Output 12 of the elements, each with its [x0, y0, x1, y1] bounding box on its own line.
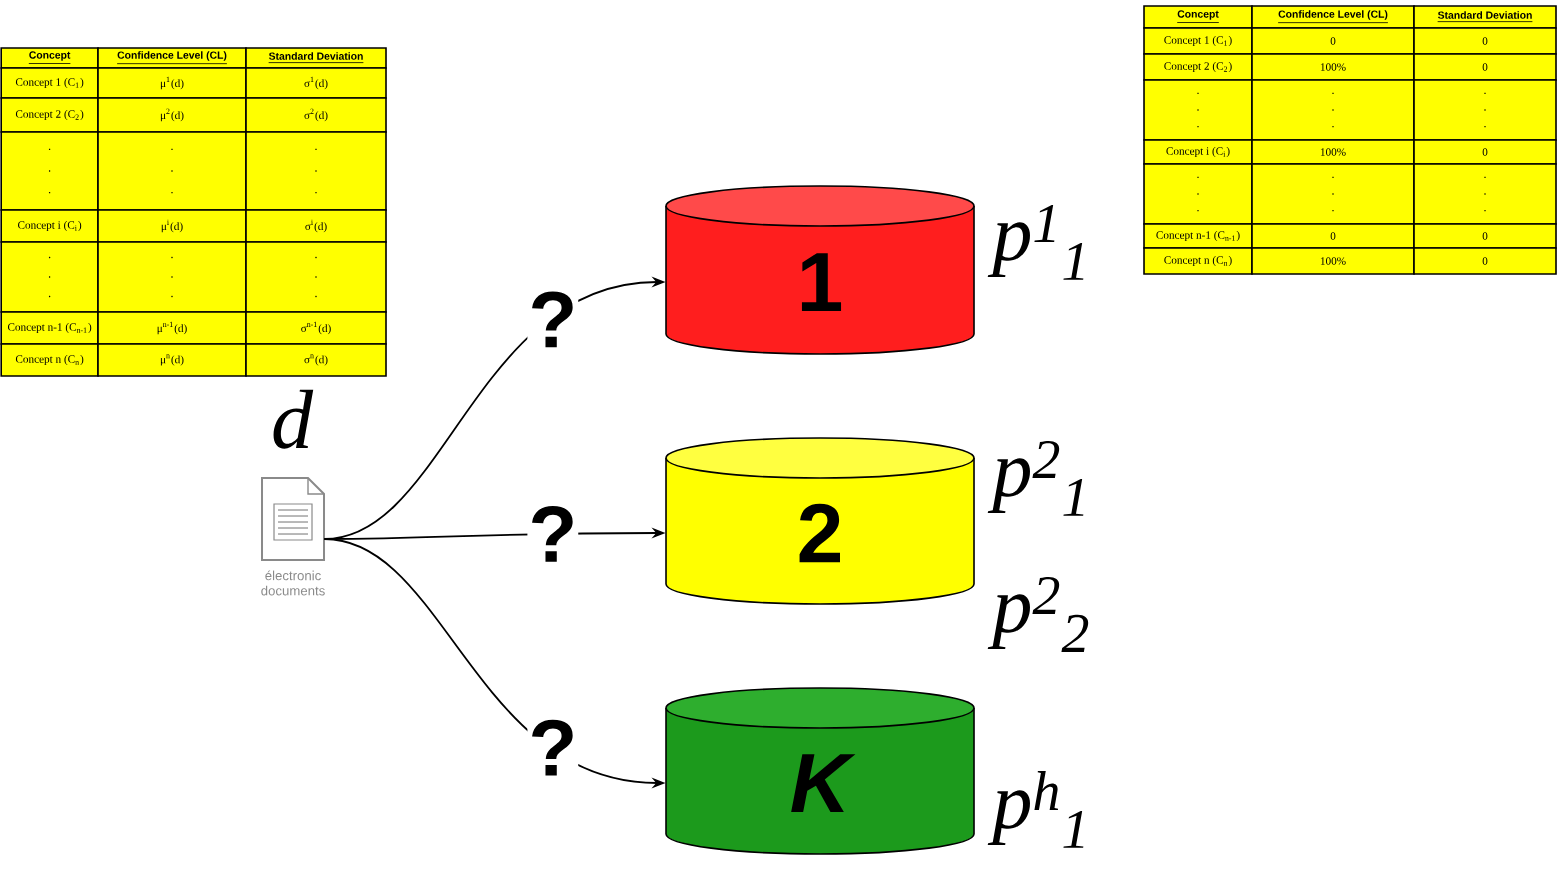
variable-label: d [273, 389, 314, 449]
database-cylinder: 1 [665, 185, 975, 355]
formula-label: p$^{1}$1 [987, 205, 1084, 280]
formula-label: p$^{2}$1 [987, 440, 1084, 516]
edge-label: ? [527, 290, 579, 349]
formula-label: p$^{2}$2 [987, 576, 1089, 652]
edge-label: ? [527, 718, 579, 777]
document-icon [261, 477, 325, 561]
edge-label: ? [527, 504, 579, 563]
formula-label: p$^{h}$1 [987, 771, 1084, 848]
database-cylinder: K [665, 687, 975, 855]
database-cylinder: 2 [665, 437, 975, 605]
